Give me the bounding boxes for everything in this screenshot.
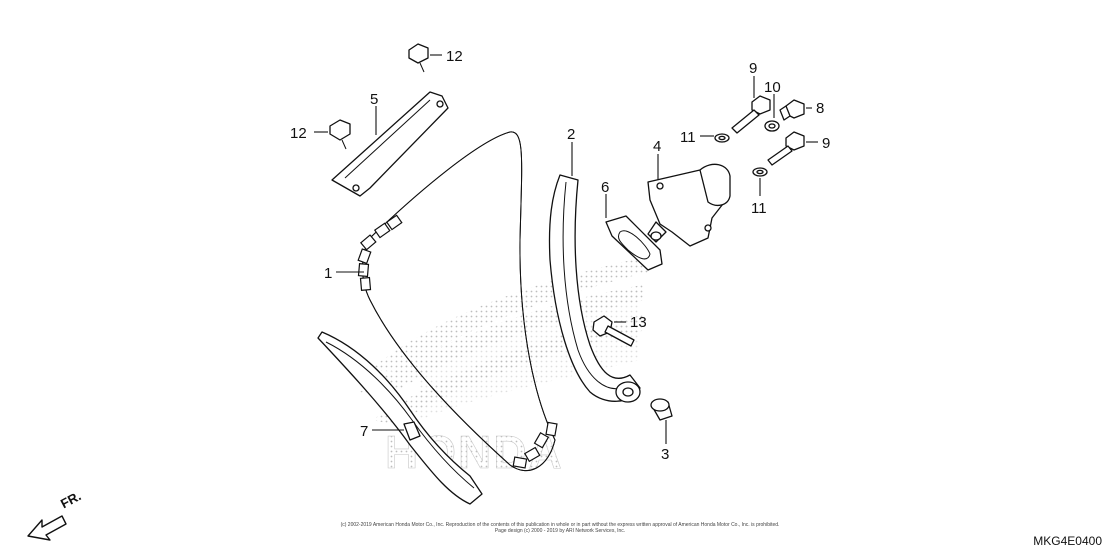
leader-lines	[314, 54, 818, 444]
tensioner-bolt-lower	[767, 131, 805, 166]
callout-10: 10	[764, 79, 781, 96]
flange-bolt-lower	[329, 119, 351, 150]
callout-13: 13	[630, 314, 647, 331]
cam-chain-tensioner-lifter	[647, 163, 731, 247]
callout-1: 1	[324, 265, 332, 282]
sealing-washer	[764, 120, 780, 132]
pivot-bolt	[592, 315, 635, 347]
pivot-collar	[650, 398, 673, 421]
sealing-bolt	[779, 99, 805, 121]
diagram-code: MKG4E0400	[1033, 534, 1102, 548]
callout-labels: 1 2 3 4 5 6 7 8 9 9 10 11 11 12 12 13	[290, 48, 830, 463]
flange-bolt-upper	[408, 43, 429, 73]
callout-12-lower: 12	[290, 125, 307, 142]
callout-8: 8	[816, 100, 824, 117]
o-ring-lower	[752, 167, 768, 177]
callout-2: 2	[567, 126, 575, 143]
copyright-line-2: Page design (c) 2000 - 2019 by ARI Netwo…	[494, 528, 626, 534]
copyright-line-1: (c) 2002-2019 American Honda Motor Co., …	[340, 522, 780, 528]
callout-9-upper: 9	[749, 60, 757, 77]
callout-6: 6	[601, 179, 609, 196]
callout-7: 7	[360, 423, 368, 440]
callout-4: 4	[653, 138, 661, 155]
callout-3: 3	[661, 446, 669, 463]
tensioner-lifter-gasket	[605, 215, 663, 271]
callout-12-upper: 12	[446, 48, 463, 65]
front-direction-arrow-icon	[27, 515, 67, 541]
cam-chain-guide-plate	[331, 91, 449, 197]
callout-11-lower: 11	[751, 200, 767, 217]
honda-wing-watermark: HONDA	[360, 258, 648, 478]
cam-chain-guide	[317, 331, 483, 505]
cam-chain-tensioner-arm	[548, 174, 641, 403]
callout-5: 5	[370, 91, 378, 108]
callout-11-upper: 11	[680, 129, 696, 146]
copyright-notice: (c) 2002-2019 American Honda Motor Co., …	[210, 522, 910, 534]
o-ring-upper	[714, 133, 730, 143]
tensioner-bolt-upper	[731, 95, 771, 134]
cam-chain	[357, 131, 558, 472]
callout-9-lower: 9	[822, 135, 830, 152]
